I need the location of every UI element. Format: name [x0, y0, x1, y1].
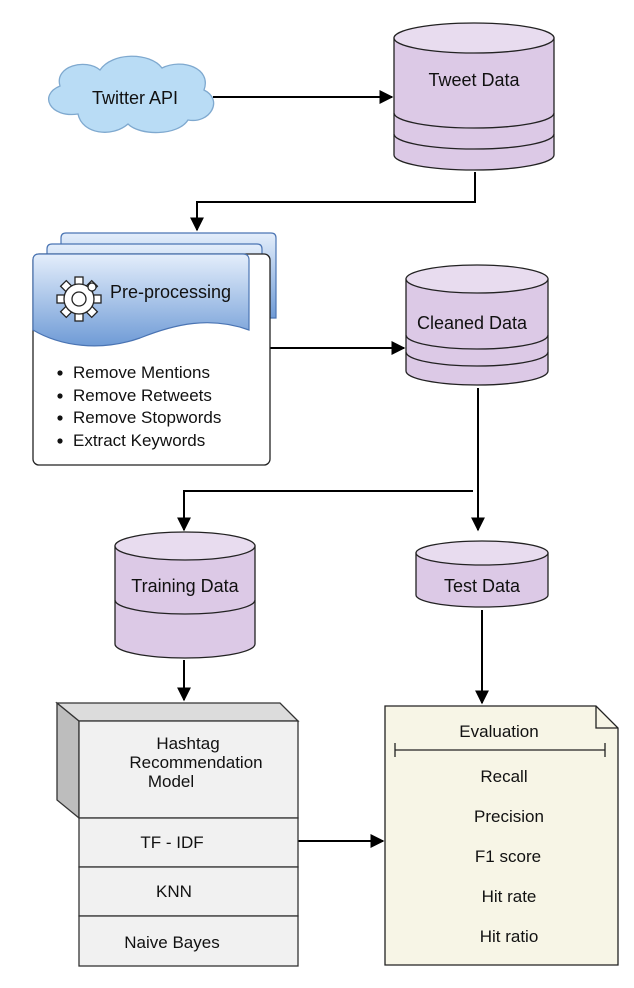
model-component-knn [78, 866, 299, 917]
model-header [78, 720, 299, 819]
preprocessing-document: Pre-processing Remove Mentions Remove Re… [32, 232, 277, 466]
component-naive-bayes-label: Naive Bayes [124, 933, 219, 952]
step-remove-stopwords: Remove Stopwords [73, 408, 221, 427]
gear-icon [56, 276, 102, 322]
metric-f1-score: F1 score [475, 847, 541, 866]
model-3d-top [55, 702, 300, 722]
step-remove-mentions: Remove Mentions [73, 363, 210, 382]
model-component-tfidf [78, 817, 299, 868]
training-data-label: Training Data [131, 576, 239, 596]
component-knn-label: KNN [156, 882, 192, 901]
tweet-data-label: Tweet Data [428, 70, 520, 90]
metric-hit-rate: Hit rate [482, 887, 537, 906]
bullet [57, 393, 63, 399]
bullet [57, 415, 63, 421]
training-data-database: Training Data [114, 531, 256, 659]
model-block: Hashtag Recommendation Model TF - IDF KN… [55, 701, 300, 967]
cloud-shape [48, 55, 215, 134]
test-data-database: Test Data [415, 540, 549, 608]
preprocessing-header [32, 253, 250, 347]
model-title-line-1: Hashtag [156, 734, 219, 753]
evaluation-dogear [595, 706, 618, 729]
preprocessing-steps: Remove Mentions Remove Retweets Remove S… [57, 363, 221, 450]
component-tfidf-label: TF - IDF [140, 833, 203, 852]
evaluation-note: Evaluation Recall Precision F1 score Hit… [384, 705, 619, 966]
edge-cleaned-to-training [177, 490, 473, 532]
twitter-api-cloud: Twitter API [48, 55, 215, 134]
metric-recall: Recall [480, 767, 527, 786]
model-component-naive-bayes [78, 915, 299, 967]
test-data-label: Test Data [444, 576, 521, 596]
bullet [57, 370, 63, 376]
step-remove-retweets: Remove Retweets [73, 386, 212, 405]
model-3d-side [56, 701, 80, 820]
model-title-line-3: Model [148, 772, 194, 791]
cleaned-data-label: Cleaned Data [417, 313, 528, 333]
metric-precision: Precision [474, 807, 544, 826]
evaluation-divider [394, 743, 606, 757]
step-extract-keywords: Extract Keywords [73, 431, 205, 450]
tweet-data-database: Tweet Data [393, 22, 555, 171]
model-title-line-2: Recommendation [129, 753, 262, 772]
preprocessing-title: Pre-processing [110, 282, 231, 302]
bullet [57, 438, 63, 444]
cleaned-data-database: Cleaned Data [405, 264, 549, 386]
edge-tweetdata-to-preprocessing [190, 172, 476, 232]
evaluation-card [384, 705, 619, 966]
twitter-api-label: Twitter API [92, 88, 178, 108]
metric-hit-ratio: Hit ratio [480, 927, 539, 946]
evaluation-title: Evaluation [459, 722, 538, 741]
